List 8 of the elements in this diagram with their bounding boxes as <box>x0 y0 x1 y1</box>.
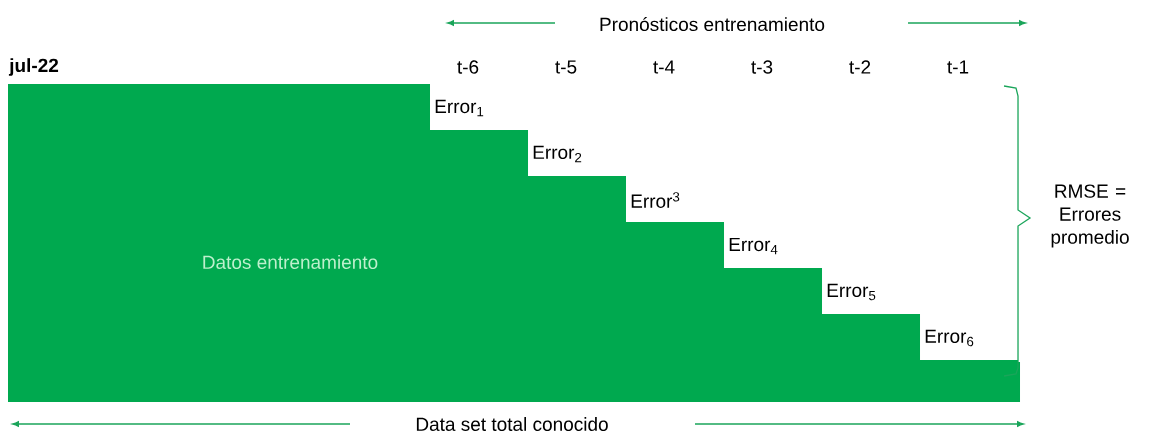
error-label: Error$_{4}$ <box>729 237 778 255</box>
span-label: Pronósticos entrenamiento <box>600 16 825 32</box>
error-label: Error$_{5}$ <box>827 283 876 301</box>
error-label: Error$^{3}$ <box>631 192 680 208</box>
error-label: Error$_{6}$ <box>925 329 974 347</box>
error-label: Error$_{2}$ <box>533 145 582 163</box>
result-label: RMSE = Errores promedio <box>1051 184 1129 248</box>
error-label: Error$_{1}$ <box>435 99 484 117</box>
